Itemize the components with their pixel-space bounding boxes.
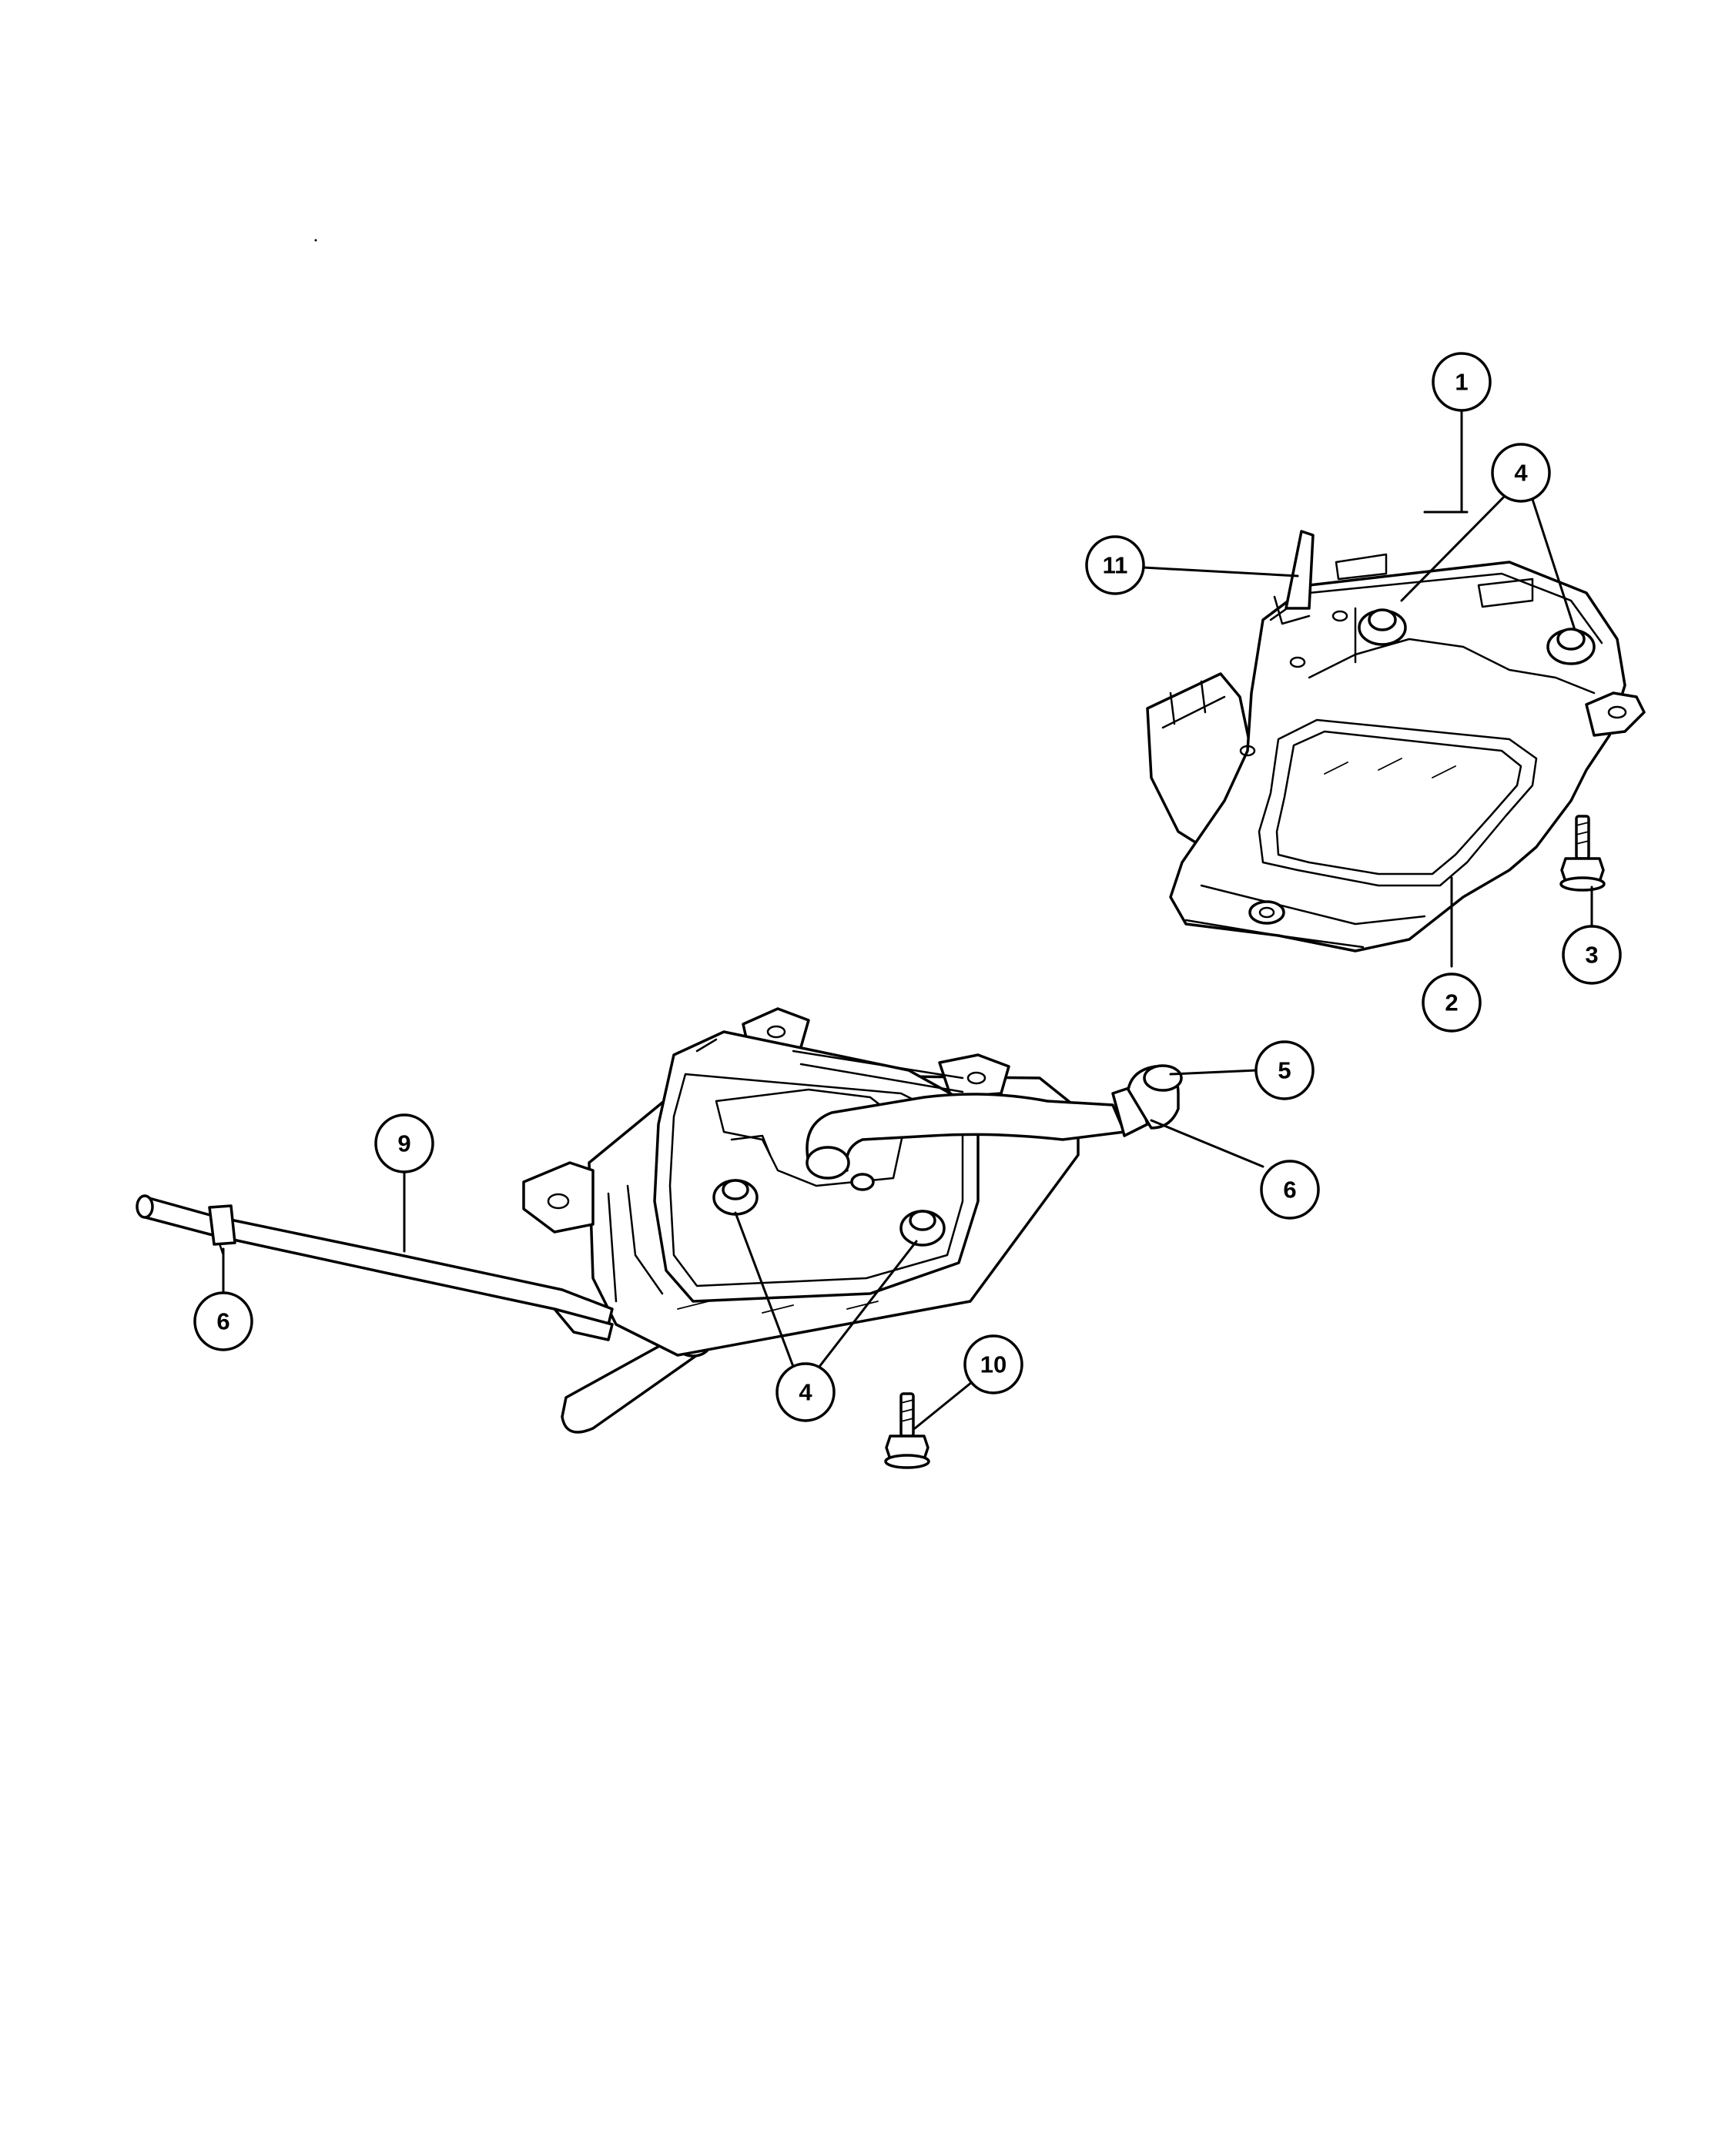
vapor-canister <box>522 1007 1183 1434</box>
vent-tube <box>136 1194 614 1341</box>
svg-text:9: 9 <box>397 1130 410 1157</box>
callout-11: 11 <box>1085 535 1145 595</box>
callout-3: 3 <box>1562 925 1622 985</box>
callout-2: 2 <box>1422 973 1482 1033</box>
svg-text:6: 6 <box>216 1308 229 1335</box>
callout-5: 5 <box>1254 1040 1315 1100</box>
callout-4-lower: 4 <box>775 1362 836 1422</box>
svg-text:3: 3 <box>1585 942 1598 969</box>
callout-9: 9 <box>374 1113 434 1173</box>
svg-text:1: 1 <box>1455 369 1468 396</box>
callout-10: 10 <box>963 1334 1023 1394</box>
svg-text:4: 4 <box>1514 460 1528 487</box>
svg-text:4: 4 <box>799 1379 812 1406</box>
svg-text:11: 11 <box>1103 552 1128 579</box>
svg-text:2: 2 <box>1445 989 1458 1016</box>
callout-6-left: 6 <box>193 1291 253 1351</box>
bolt-3 <box>1559 815 1606 892</box>
stray-mark <box>314 239 317 242</box>
bolt-10 <box>884 1392 930 1469</box>
leader-lines <box>222 409 1593 1430</box>
svg-text:5: 5 <box>1278 1057 1291 1084</box>
callout-1: 1 <box>1432 352 1492 412</box>
svg-text:10: 10 <box>980 1351 1007 1378</box>
canister-mounting-bracket <box>1146 530 1646 952</box>
svg-text:6: 6 <box>1283 1177 1296 1204</box>
callout-6-right: 6 <box>1260 1160 1320 1220</box>
callout-4-upper: 4 <box>1491 443 1551 503</box>
